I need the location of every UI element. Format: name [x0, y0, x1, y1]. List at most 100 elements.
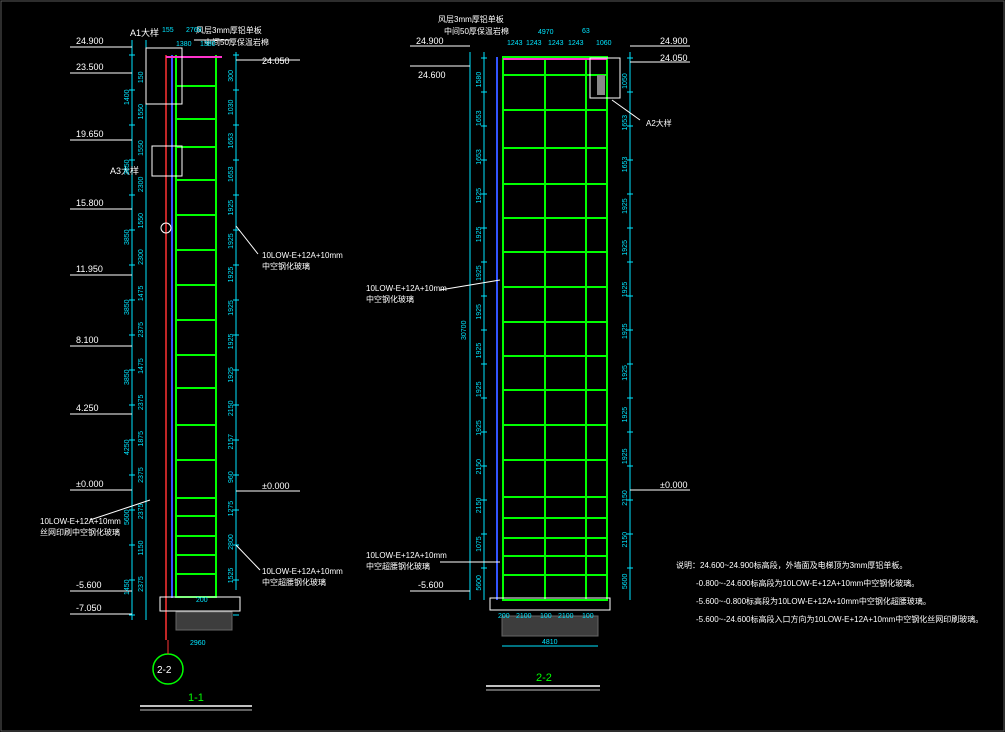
dim-inner: 1475	[138, 285, 145, 301]
r-top-dim-2: 1243	[526, 40, 542, 47]
dim-left: 1925	[476, 343, 483, 359]
dim-left: 1925	[476, 381, 483, 397]
detail-box-a1	[145, 47, 183, 105]
detail-label-a2: A2大样	[646, 118, 672, 128]
r-bottom-dim-3: 2100	[558, 613, 574, 620]
dims-right-left: 3001030165316531925192519251925192519252…	[228, 70, 235, 583]
top-dim-0: 155	[162, 27, 174, 34]
dim-right: 1653	[228, 133, 235, 149]
dim-right: 1925	[622, 365, 629, 381]
dim-inner: 1475	[138, 358, 145, 374]
leader-glass-low	[235, 544, 261, 571]
level-label-left: -5.600	[76, 580, 102, 590]
note-line-1: 说明：24.600~24.900标高段，外墙面及电梯顶为3mm厚铝单板。	[676, 560, 907, 570]
dim-inner: 2375	[138, 394, 145, 410]
dim-right: 2150	[622, 490, 629, 506]
dim-left: 1925	[476, 188, 483, 204]
top-dim-1: 2760	[186, 27, 202, 34]
leader-glass-left	[89, 499, 151, 521]
r-level-left-2: -5.600	[418, 580, 444, 590]
dims-left-right-view: 1580165316531925192519251925192519251925…	[476, 72, 483, 591]
dim-outer: 1450	[124, 579, 131, 595]
r-bottom-dim-0: 200	[498, 613, 510, 620]
top-note-2: 中间50厚保温岩棉	[204, 37, 269, 47]
r-top-note-1: 风层3mm厚铝单板	[438, 14, 504, 24]
dim-right: 2800	[228, 534, 235, 550]
dim-right: 1925	[622, 240, 629, 256]
elevation-view-2-2: 风层3mm厚铝单板 中间50厚保温岩棉 4970 1243 1243 1243 …	[366, 14, 690, 691]
dim-right: 1925	[622, 282, 629, 298]
dim-outer: 3850	[124, 369, 131, 385]
top-dim-3: 1380	[200, 41, 216, 48]
note-line-3: -5.600~-0.800标高段为10LOW-E+12A+10mm中空钢化超腰玻…	[696, 596, 931, 606]
r-glass-low-1: 10LOW-E+12A+10mm	[366, 551, 447, 560]
level-right-1: ±0.000	[262, 481, 289, 491]
r-level-right-2: ±0.000	[660, 480, 687, 490]
dim-right: 1653	[622, 157, 629, 173]
dim-left: 1653	[476, 149, 483, 165]
r-dim-total: 30700	[461, 320, 468, 340]
level-label-left: 24.900	[76, 36, 104, 46]
dim-right: 960	[228, 471, 235, 483]
level-right-0: 24.050	[262, 56, 290, 66]
dim-right: 2150	[228, 400, 235, 416]
general-notes: 说明：24.600~24.900标高段，外墙面及电梯顶为3mm厚铝单板。 -0.…	[676, 560, 983, 624]
r-bottom-dim-2: 100	[540, 613, 552, 620]
transoms-right-view	[503, 74, 607, 576]
dim-right: 1925	[228, 367, 235, 383]
curtain-wall-frame	[502, 56, 608, 601]
r-top-dim-1: 1243	[507, 40, 523, 47]
dim-right: 1653	[622, 115, 629, 131]
dims-right-right-view: 1050165316531925192519251925192519251925…	[622, 73, 629, 589]
dim-right: 1925	[228, 334, 235, 350]
glass-right-1: 10LOW-E+12A+10mm	[262, 251, 343, 260]
dim-inner: 2300	[138, 249, 145, 265]
dim-inner: 2375	[138, 576, 145, 592]
dimension-ticks-left	[129, 54, 239, 616]
foundation-slab	[159, 596, 241, 612]
dim-inner: 2375	[138, 322, 145, 338]
top-note-1: 风层3mm厚铝单板	[196, 25, 262, 35]
bottom-dim-1: 2960	[190, 640, 206, 647]
view-title-2-2: 2-2	[536, 672, 552, 684]
dim-inner: 1550	[138, 140, 145, 156]
glass-low-1: 10LOW-E+12A+10mm	[262, 567, 343, 576]
dim-outer: 5600	[124, 509, 131, 525]
detail-box-a3	[151, 145, 183, 177]
glass-left-2: 丝网印刷中空钢化玻璃	[40, 527, 120, 537]
dim-right: 1653	[228, 166, 235, 182]
section-mark-label: 2-2	[157, 665, 172, 676]
dim-right: 1275	[228, 501, 235, 517]
glass-low-2: 中空超腰钢化玻璃	[262, 577, 326, 587]
level-label-left: 23.500	[76, 62, 104, 72]
dims-inner-left: 1501550155023001550230014752375147523751…	[138, 71, 145, 591]
dim-inner: 1550	[138, 104, 145, 120]
r-level-left-1: 24.600	[418, 70, 446, 80]
elevation-view-1-1: A1大样 A3大样 风层3mm厚铝单板 中间50厚保温岩棉 155 2760 1…	[40, 25, 343, 711]
dim-left: 1925	[476, 420, 483, 436]
r-glass-low-2: 中空超腰钢化玻璃	[366, 561, 430, 571]
r-top-dim-5: 63	[582, 28, 590, 35]
level-label-left: -7.050	[76, 603, 102, 613]
view-title-1-1: 1-1	[188, 692, 204, 704]
detail-label-a3: A3大样	[110, 165, 139, 176]
dim-inner: 2300	[138, 176, 145, 192]
dim-left: 1925	[476, 304, 483, 320]
r-glass-mid-1: 10LOW-E+12A+10mm	[366, 284, 447, 293]
note-line-2: -0.800~-24.600标高段为10LOW-E+12A+10mm中空钢化玻璃…	[696, 578, 919, 588]
dim-inner: 1550	[138, 213, 145, 229]
dim-right: 1525	[228, 568, 235, 584]
dim-inner: 1875	[138, 431, 145, 447]
dim-left: 1580	[476, 72, 483, 88]
detail-label-a1: A1大样	[130, 27, 159, 38]
r-bottom-dim-1: 2100	[516, 613, 532, 620]
dim-outer: 3850	[124, 159, 131, 175]
dim-right: 2157	[228, 434, 235, 450]
level-label-left: 19.650	[76, 129, 104, 139]
r-level-left-0: 24.900	[416, 36, 444, 46]
dim-right: 1925	[622, 407, 629, 423]
dim-right: 1050	[622, 73, 629, 89]
detail-box-a2	[589, 57, 621, 99]
